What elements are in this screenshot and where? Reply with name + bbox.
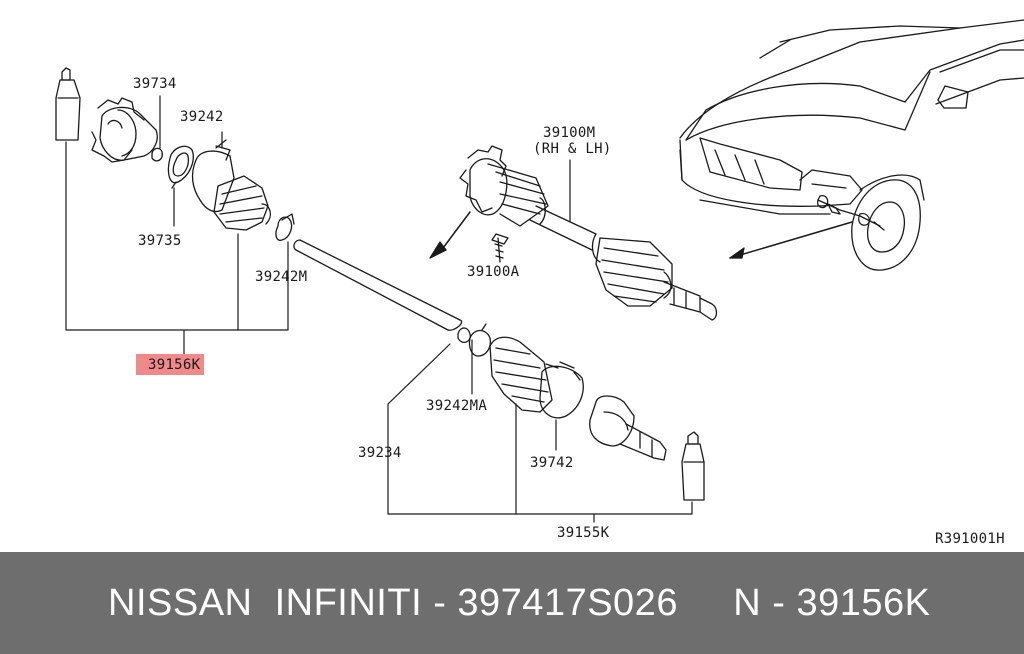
label-39155k: 39155K — [557, 525, 610, 541]
label-39156k-highlighted: 39156K — [136, 354, 205, 375]
inboard-joint-parts — [55, 67, 295, 241]
label-39735: 39735 — [138, 233, 182, 249]
label-39234: 39234 — [358, 445, 402, 461]
label-39242m: 39242M — [255, 269, 308, 285]
assembled-drive-shaft — [429, 145, 718, 321]
label-39734: 39734 — [133, 76, 177, 92]
label-39242ma: 39242MA — [426, 398, 488, 414]
outboard-joint-parts — [457, 323, 705, 501]
label-39100m: 39100M — [543, 125, 596, 141]
footer-banner: NISSAN INFINITI - 397417S026 N - 39156K — [0, 552, 1024, 654]
label-39742: 39742 — [530, 455, 574, 471]
vehicle-illustration — [679, 19, 1024, 271]
shaft-bar — [293, 239, 463, 331]
leader-lines — [65, 95, 693, 523]
reference-code: R391001H — [935, 531, 1005, 547]
label-39100a: 39100A — [467, 264, 520, 280]
drive-shaft-exploded-diagram — [55, 19, 1024, 523]
footer-caption: NISSAN INFINITI - 397417S026 N - 39156K — [108, 581, 931, 624]
label-39100m-note: (RH & LH) — [533, 141, 612, 157]
label-39242: 39242 — [180, 109, 224, 125]
